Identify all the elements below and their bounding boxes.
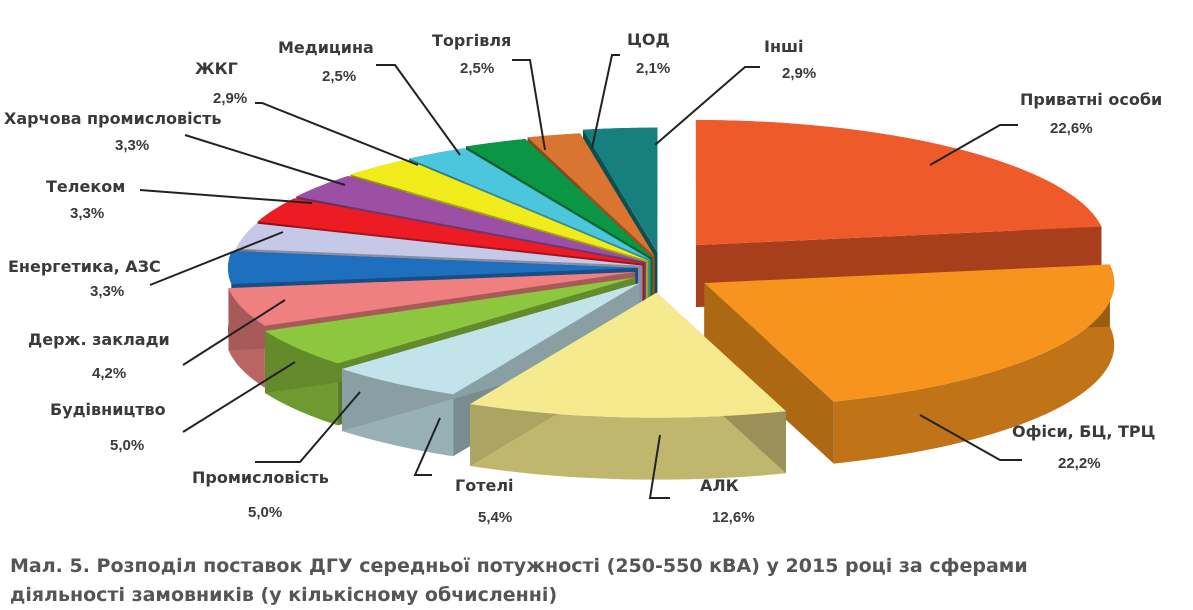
leader-line-2 — [648, 434, 670, 499]
pie-slice-7 — [236, 223, 643, 266]
leader-line-0 — [929, 124, 1018, 166]
slice-label-9: Харчова промисловість — [4, 109, 222, 128]
pie-slice-sides — [228, 120, 1115, 480]
slice-wall-1 — [833, 264, 1115, 464]
pie-slice-9 — [296, 175, 646, 262]
slice-label-0: Приватні особи — [1020, 90, 1162, 109]
slice-label-7: Енергетика, АЗС — [8, 257, 161, 276]
slice-value-12: 2,5% — [460, 60, 494, 77]
leader-line-5 — [182, 361, 296, 433]
slice-value-1: 22,2% — [1058, 455, 1101, 472]
slice-value-7: 3,3% — [90, 283, 124, 300]
slice-label-8: Телеком — [46, 177, 125, 196]
leader-line-3 — [413, 417, 441, 476]
leader-line-7 — [149, 231, 284, 286]
pie-slice-0 — [695, 120, 1102, 246]
slice-face-1-1 — [704, 282, 834, 464]
pie-slice-11 — [409, 148, 651, 260]
pie-slice-13 — [527, 133, 655, 257]
exploded-3d-pie-chart: Приватні особи 22,6% Офіси, БЦ, ТРЦ 22,2% АЛ… — [4, 30, 1162, 526]
pie-slice-12 — [465, 138, 653, 258]
slice-labels: Приватні особи 22,6% Офіси, БЦ, ТРЦ 22,2% АЛ… — [4, 30, 1162, 526]
slice-value-14: 2,9% — [782, 65, 816, 82]
slice-value-11: 2,5% — [322, 68, 356, 85]
pie-slice-8 — [257, 198, 644, 264]
slice-label-6: Держ. заклади — [28, 330, 170, 349]
leader-line-1 — [919, 414, 1022, 461]
leader-line-8 — [139, 189, 313, 204]
pie-slice-10 — [350, 159, 649, 261]
slice-label-11: Медицина — [278, 38, 374, 57]
slice-label-2: АЛК — [700, 476, 739, 495]
pie-slice-2 — [470, 292, 786, 418]
slice-label-1: Офіси, БЦ, ТРЦ — [1012, 422, 1155, 441]
slice-value-3: 5,4% — [478, 509, 512, 526]
leader-line-13 — [591, 54, 620, 149]
leader-line-14 — [654, 66, 760, 146]
figure-caption: Мал. 5. Розподіл поставок ДГУ середньої … — [10, 555, 1028, 606]
slice-value-6: 4,2% — [92, 365, 126, 382]
slice-label-12: Торгівля — [432, 31, 511, 50]
slice-value-0: 22,6% — [1050, 120, 1093, 137]
slice-value-5: 5,0% — [110, 437, 144, 454]
slice-value-9: 3,3% — [115, 137, 149, 154]
pie-slice-5 — [228, 272, 636, 326]
slice-wall-2 — [470, 404, 786, 480]
slice-label-13: ЦОД — [627, 30, 670, 49]
slice-label-4: Промисловість — [192, 468, 329, 487]
pie-slice-4 — [264, 277, 636, 364]
leader-line-9 — [184, 134, 346, 186]
slice-label-14: Інші — [764, 37, 803, 56]
slice-value-10: 2,9% — [213, 90, 247, 107]
leader-line-4 — [255, 391, 361, 463]
slice-value-2: 12,6% — [712, 509, 755, 526]
slice-label-3: Готелі — [455, 476, 514, 495]
slice-value-4: 5,0% — [248, 504, 282, 521]
leader-line-10 — [255, 102, 419, 166]
slice-value-13: 2,1% — [636, 60, 670, 77]
leader-line-12 — [512, 59, 546, 151]
slice-label-5: Будівництво — [50, 400, 166, 419]
leader-lines — [139, 54, 1022, 499]
slice-value-8: 3,3% — [70, 205, 104, 222]
pie-slice-14 — [583, 127, 658, 253]
pie-slice-1 — [704, 264, 1115, 402]
slice-face-4-1 — [264, 277, 636, 394]
leader-line-11 — [376, 64, 461, 156]
pie-slice-6 — [228, 251, 639, 285]
pie-slice-3 — [342, 282, 640, 395]
slice-label-10: ЖКГ — [195, 59, 238, 78]
leader-line-6 — [182, 299, 286, 366]
